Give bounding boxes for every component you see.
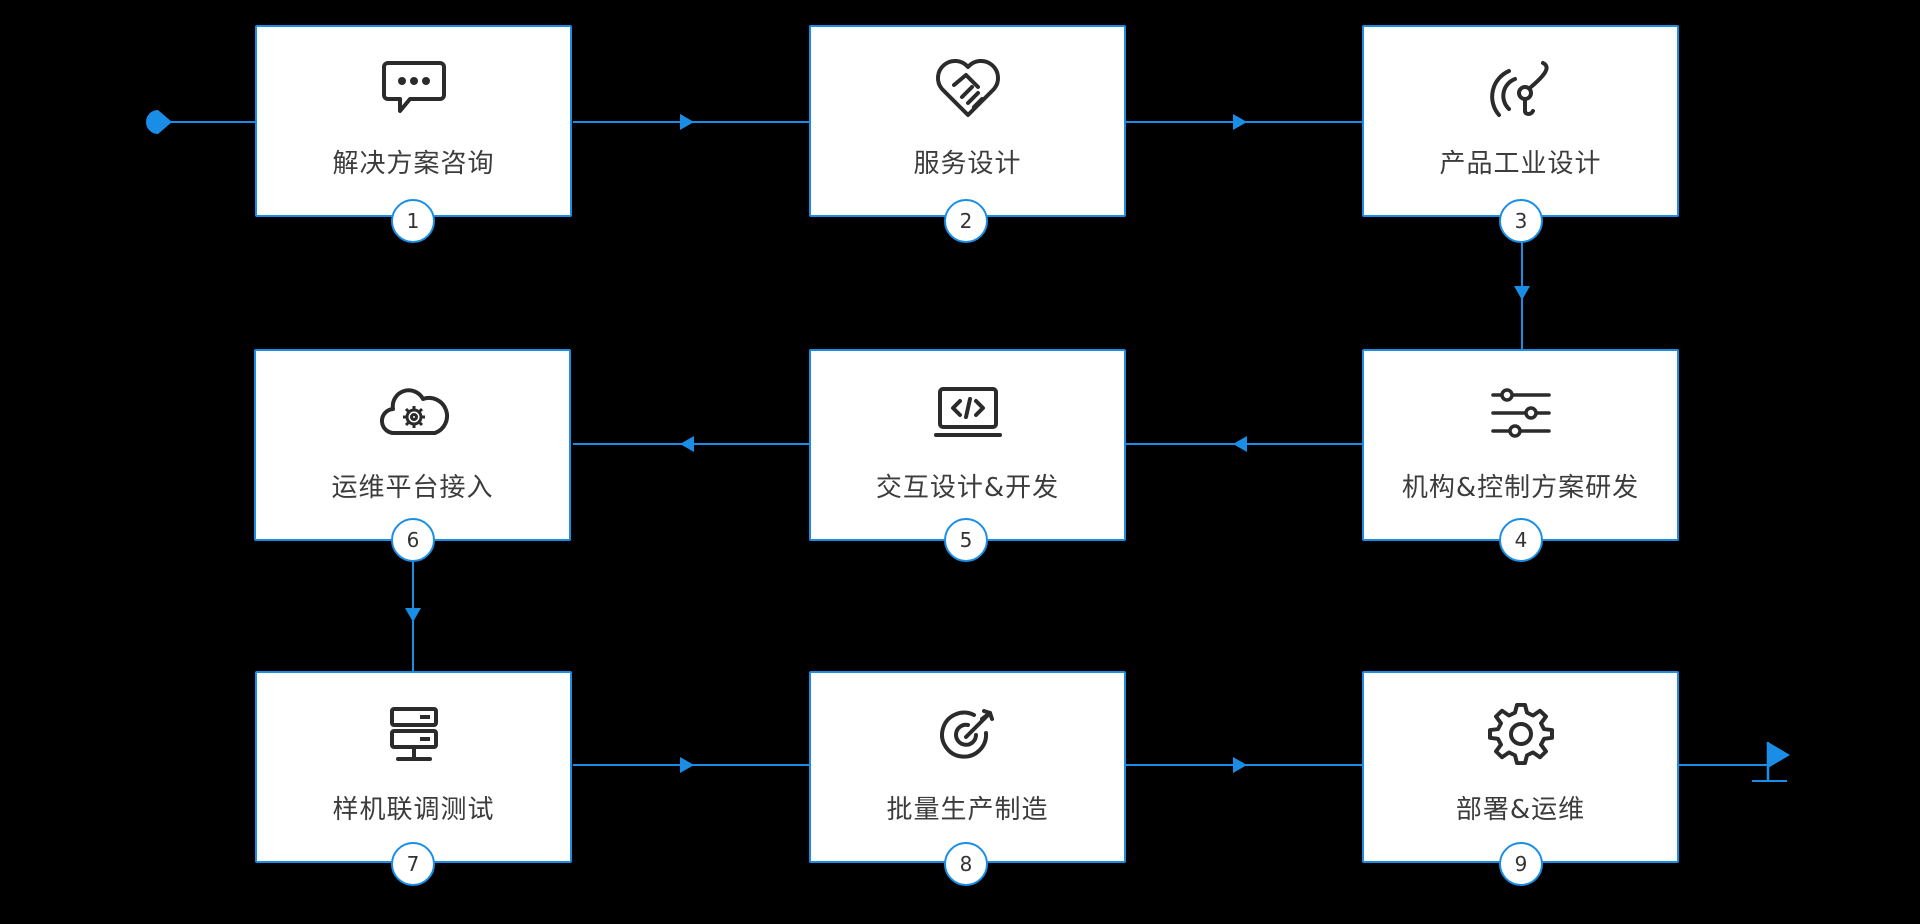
step-label: 运维平台接入 <box>331 473 494 503</box>
arrowhead-8-9 <box>1233 757 1247 773</box>
arrowhead-5-6 <box>680 436 694 452</box>
step-number-badge-9: 9 <box>1499 842 1543 886</box>
step-number-badge-5: 5 <box>944 518 988 562</box>
step-number-badge-1: 1 <box>391 199 435 243</box>
step-number-badge-2: 2 <box>944 199 988 243</box>
step-label: 批量生产制造 <box>886 795 1049 825</box>
step-card-6: 运维平台接入 <box>254 349 571 541</box>
step-label: 机构&控制方案研发 <box>1401 473 1640 503</box>
step-card-8: 批量生产制造 <box>809 671 1126 863</box>
arrowhead-4-5 <box>1233 436 1247 452</box>
gear-icon <box>1485 703 1557 767</box>
target-arrow-icon <box>932 703 1004 767</box>
step-number-badge-8: 8 <box>944 842 988 886</box>
server-icon <box>378 703 450 767</box>
step-card-5: 交互设计&开发 <box>809 349 1126 541</box>
step-card-4: 机构&控制方案研发 <box>1362 349 1679 541</box>
step-card-3: 产品工业设计 <box>1362 25 1679 217</box>
design-brush-icon <box>1485 57 1557 121</box>
cloud-gear-icon <box>377 381 449 445</box>
step-card-7: 样机联调测试 <box>255 671 572 863</box>
step-label: 产品工业设计 <box>1439 149 1602 179</box>
step-card-2: 服务设计 <box>809 25 1126 217</box>
finish-flag-icon <box>1752 742 1790 782</box>
arrowhead-7-8 <box>680 757 694 773</box>
step-card-9: 部署&运维 <box>1362 671 1679 863</box>
step-number-badge-4: 4 <box>1499 518 1543 562</box>
arrowhead-6-7 <box>405 608 421 622</box>
arrowhead-2-3 <box>1233 114 1247 130</box>
arrowhead-1-2 <box>680 114 694 130</box>
step-label: 交互设计&开发 <box>875 473 1060 503</box>
step-number-badge-7: 7 <box>391 842 435 886</box>
step-number-badge-3: 3 <box>1499 199 1543 243</box>
sliders-icon <box>1485 381 1557 445</box>
arrowhead-3-4 <box>1514 286 1530 300</box>
step-number-badge-6: 6 <box>391 518 435 562</box>
step-card-1: 解决方案咨询 <box>255 25 572 217</box>
code-laptop-icon <box>932 381 1004 445</box>
step-label: 样机联调测试 <box>332 795 495 825</box>
chat-bubble-icon <box>378 57 450 121</box>
step-label: 部署&运维 <box>1455 795 1586 825</box>
heart-handshake-icon <box>932 57 1004 121</box>
step-label: 服务设计 <box>913 149 1022 179</box>
start-dot <box>146 110 172 134</box>
step-label: 解决方案咨询 <box>332 149 495 179</box>
